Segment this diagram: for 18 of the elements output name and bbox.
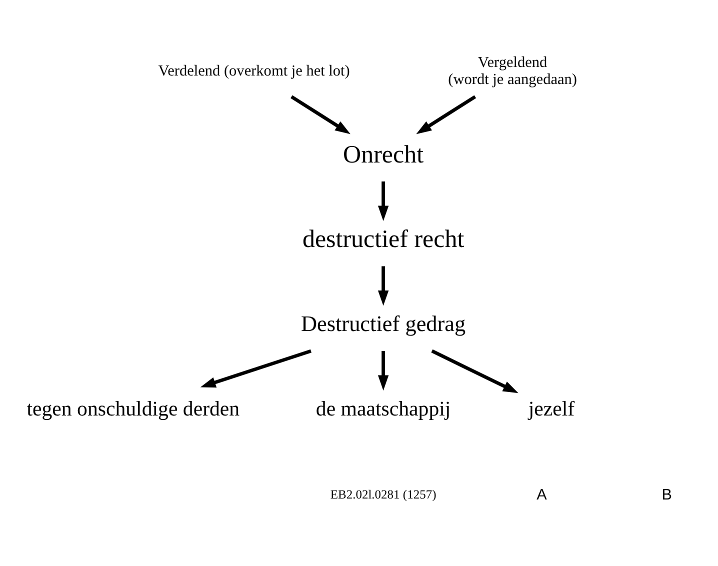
- arrow: [378, 266, 389, 306]
- label: EB2.02l.0281 (1257): [330, 486, 436, 501]
- node-text: tegen onschuldige derden: [26, 396, 240, 420]
- arrow: [378, 350, 389, 390]
- arrow: [416, 94, 476, 134]
- node-text: destructief recht: [302, 226, 464, 253]
- node-text: Verdelend (overkomt je het lot): [158, 62, 350, 79]
- node-text: Onrecht: [343, 140, 424, 168]
- node-text: Destructief gedrag: [300, 310, 466, 336]
- node-text: Vergeldend (wordt je aangedaan): [448, 54, 577, 88]
- node-text: jezelf: [528, 396, 575, 420]
- node-text: de maatschappij: [316, 396, 451, 420]
- arrow: [200, 348, 312, 388]
- arrow: [431, 348, 518, 393]
- label: B: [662, 486, 672, 503]
- arrow: [290, 94, 350, 134]
- label: A: [536, 486, 547, 503]
- arrow: [378, 180, 389, 221]
